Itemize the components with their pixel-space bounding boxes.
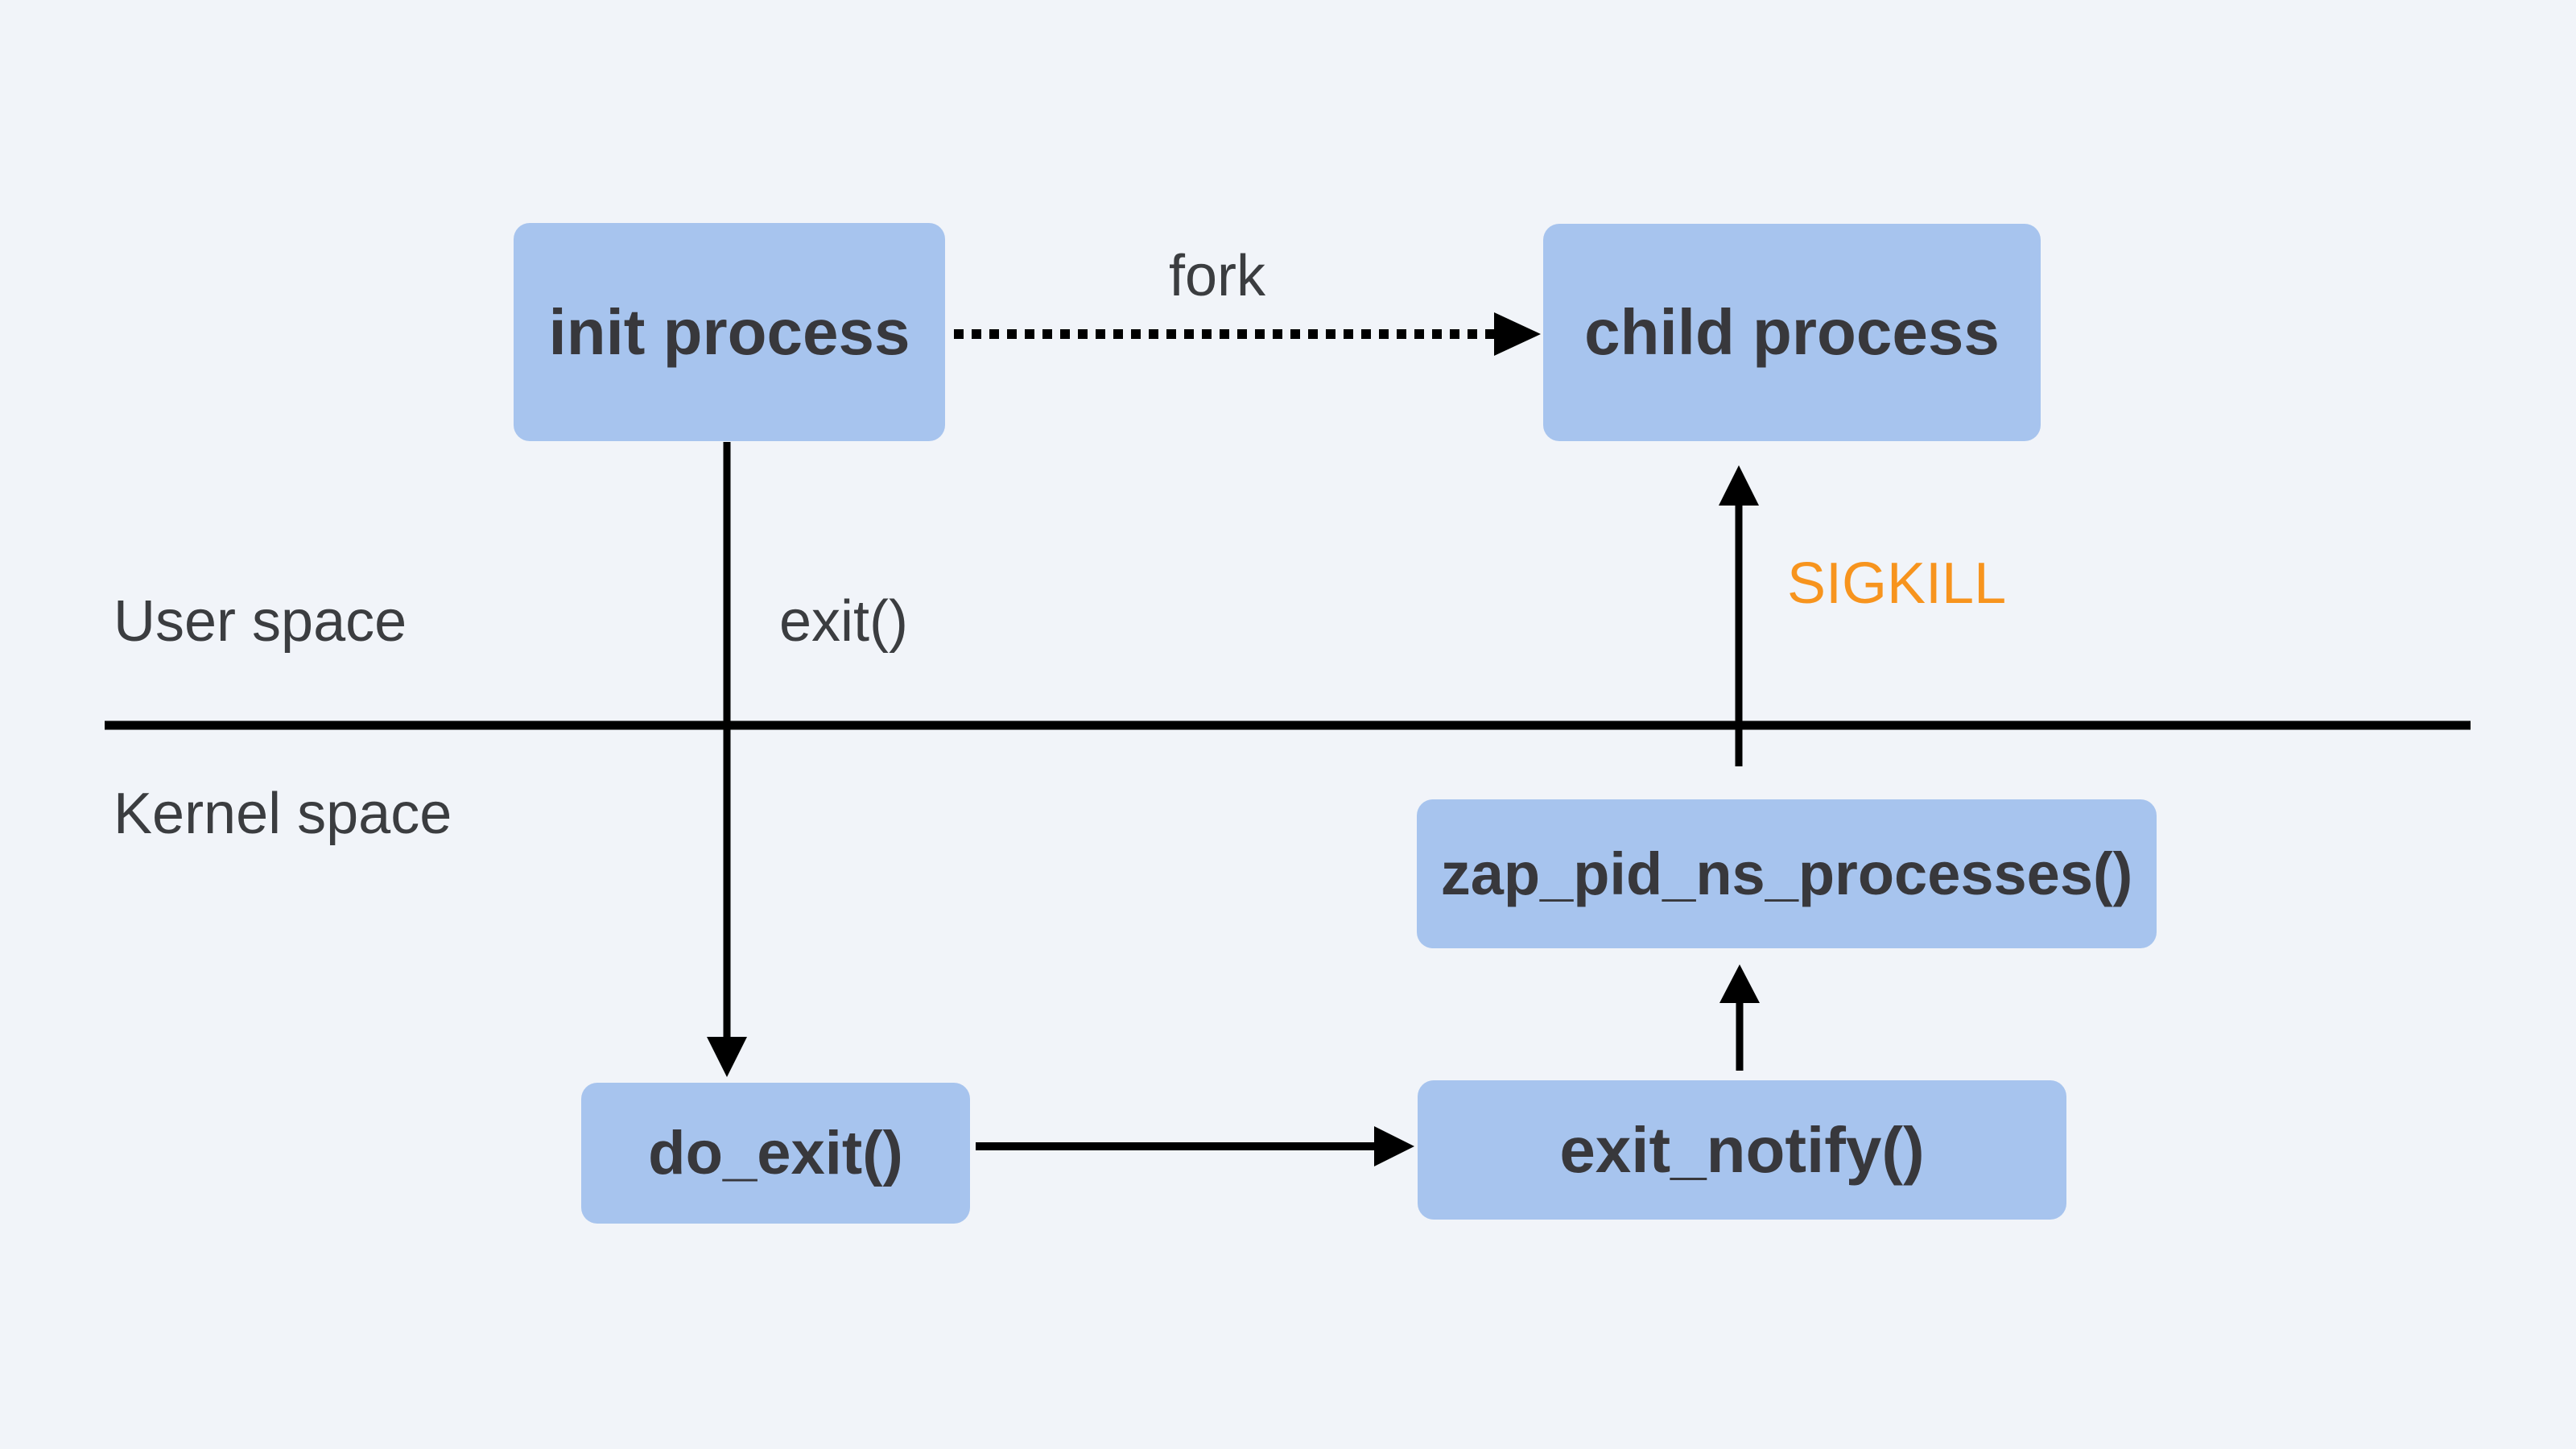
init-process-label: init process xyxy=(548,295,910,368)
sigkill-label: SIGKILL xyxy=(1787,551,2007,616)
exit-call-label: exit() xyxy=(779,589,908,654)
kernel-space-label: Kernel space xyxy=(114,782,452,846)
fork-label: fork xyxy=(1169,244,1266,308)
exit-notify-label: exit_notify() xyxy=(1559,1113,1925,1186)
exit-notify-to-zap-arrow xyxy=(1719,964,1760,1071)
zap-pid-ns-processes-box: zap_pid_ns_processes() xyxy=(1417,799,2157,948)
do-exit-box: do_exit() xyxy=(581,1083,970,1224)
do-exit-label: do_exit() xyxy=(648,1119,903,1187)
do-exit-to-exit-notify-arrow xyxy=(976,1126,1414,1166)
user-space-label: User space xyxy=(114,589,407,654)
child-process-label: child process xyxy=(1584,296,2000,368)
fork-arrow xyxy=(954,312,1541,356)
init-process-box: init process xyxy=(514,223,945,441)
child-process-box: child process xyxy=(1543,224,2041,441)
exit-notify-box: exit_notify() xyxy=(1418,1080,2066,1220)
sigkill-arrow xyxy=(1719,465,1759,766)
zap-pid-ns-processes-label: zap_pid_ns_processes() xyxy=(1440,840,2133,907)
exit-arrow xyxy=(707,442,747,1077)
